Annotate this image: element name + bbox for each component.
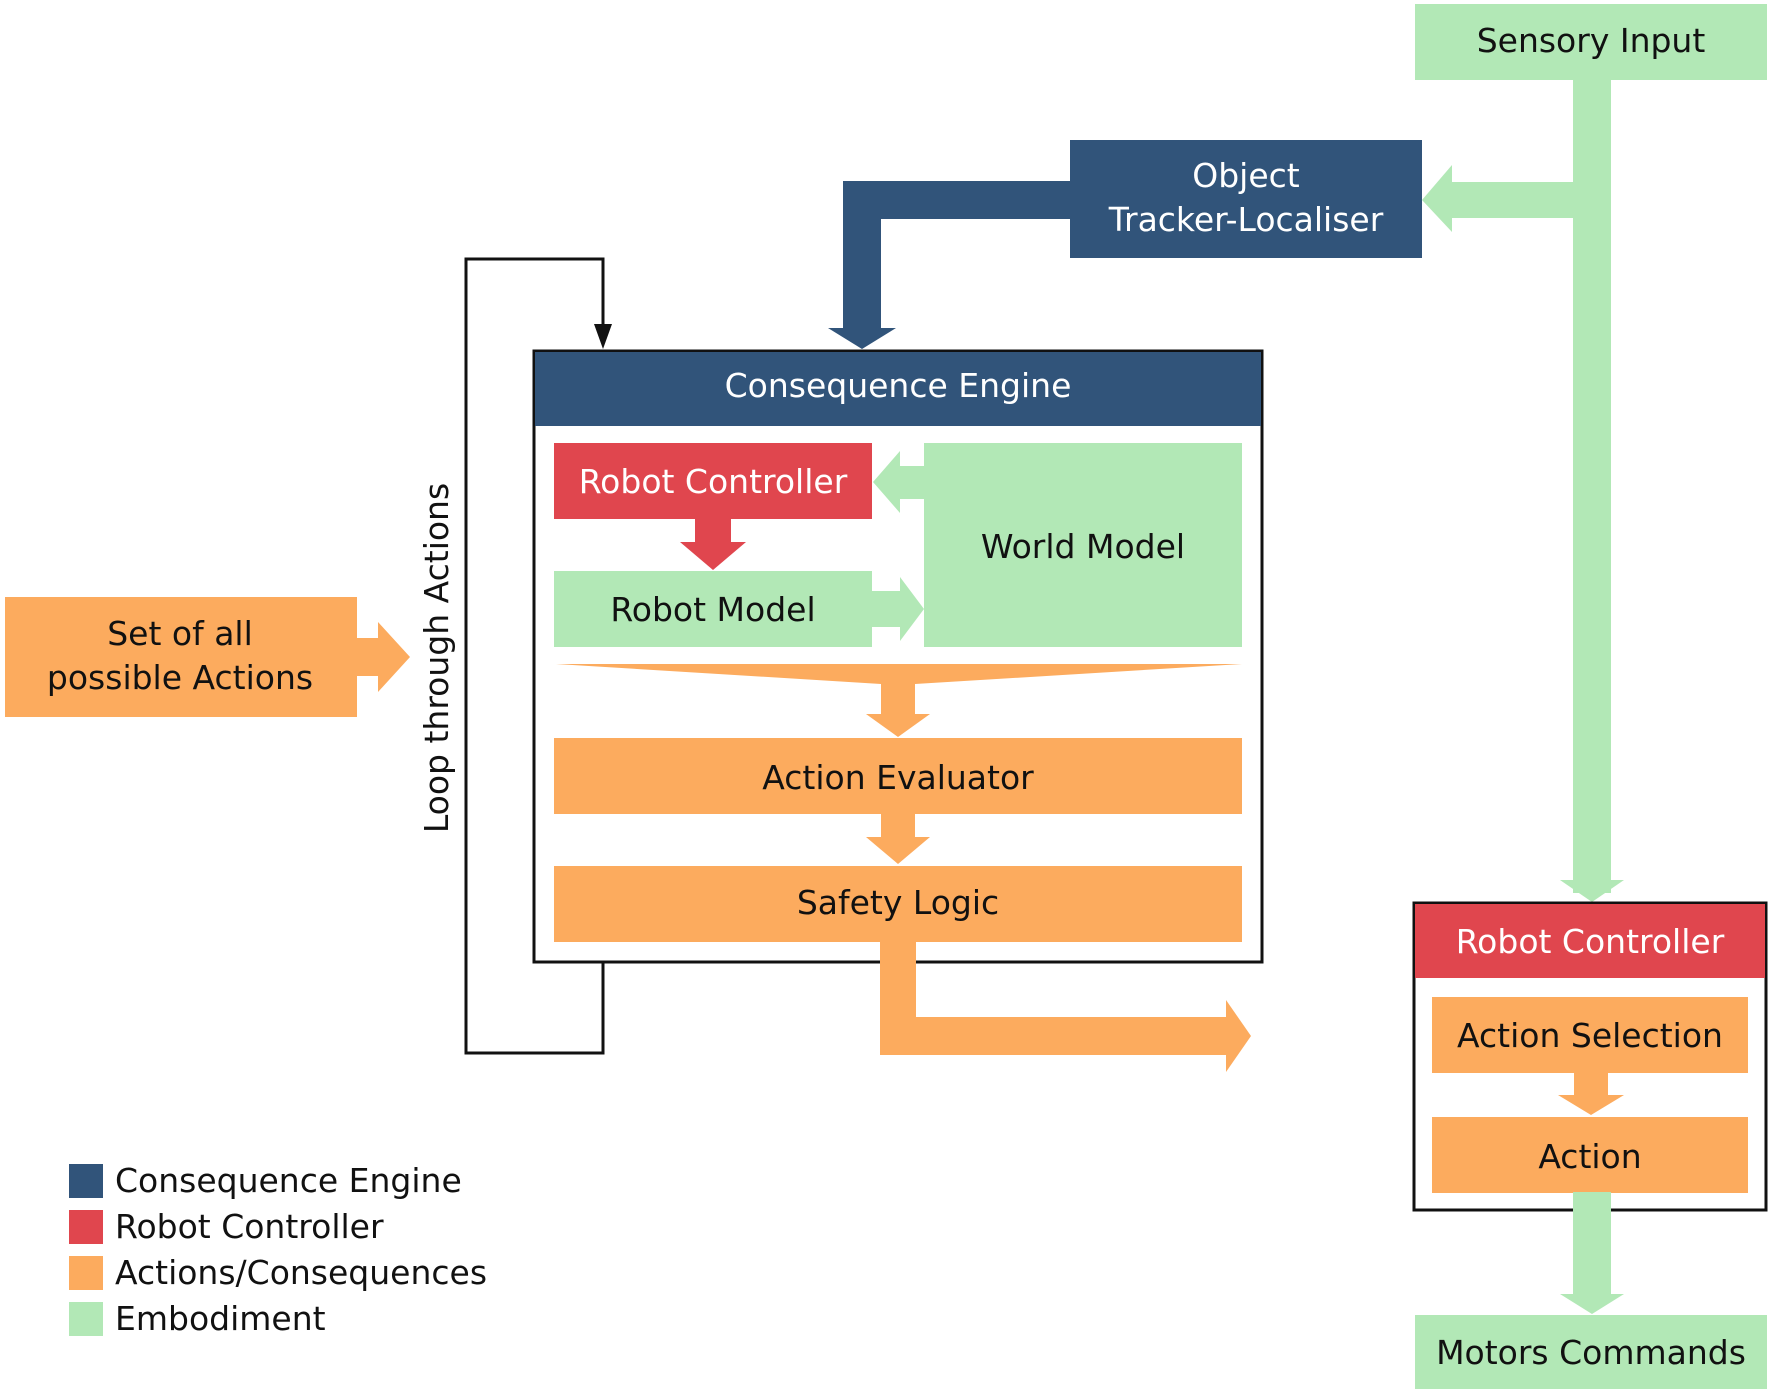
actions-source-arrow	[356, 622, 410, 692]
legend-swatch-consequence-engine	[69, 1164, 103, 1198]
action-selection-label: Action Selection	[1457, 1016, 1723, 1055]
loop-line	[464, 257, 605, 1055]
legend-label-actions: Actions/Consequences	[115, 1253, 487, 1292]
legend-swatch-actions	[69, 1256, 103, 1290]
world-model-label: World Model	[981, 527, 1185, 566]
sensory-branch-to-tracker	[1452, 182, 1574, 218]
consequence-engine-title: Consequence Engine	[725, 366, 1072, 405]
legend-swatch-robot-controller	[69, 1210, 103, 1244]
robot-controller-title: Robot Controller	[1456, 922, 1725, 961]
motors-commands-node: Motors Commands	[1415, 1315, 1767, 1389]
tracker-flow-arrowhead	[828, 328, 896, 349]
tracker-node: Object Tracker-Localiser	[1070, 140, 1422, 258]
consequence-engine-header	[535, 352, 1261, 426]
merge-funnel	[556, 664, 1242, 684]
selection-to-action-shaft	[1574, 1072, 1608, 1096]
actions-source-node: Set of all possible Actions	[5, 597, 410, 717]
motor-flow-shaft	[1573, 1192, 1611, 1296]
sensory-input-node: Sensory Input	[1415, 4, 1767, 80]
robot-model-label: Robot Model	[610, 590, 815, 629]
action-evaluator-box	[554, 738, 1242, 814]
robot-controller-header	[1415, 904, 1765, 978]
motor-flow-arrowhead	[1560, 1294, 1624, 1314]
robot-model-box	[554, 571, 872, 647]
funnel-arrow-shaft	[881, 683, 915, 715]
selection-to-action-arrowhead	[1558, 1095, 1624, 1115]
legend: Consequence Engine Robot Controller Acti…	[69, 1161, 487, 1338]
action-selection-box	[1432, 997, 1748, 1073]
model-to-world-arrow-shaft	[870, 591, 900, 627]
legend-label-consequence-engine: Consequence Engine	[115, 1161, 462, 1200]
action-label: Action	[1538, 1137, 1641, 1176]
ce-robot-controller-box	[554, 443, 872, 519]
legend-label-robot-controller: Robot Controller	[115, 1207, 384, 1246]
tracker-label-line1: Object	[1192, 156, 1300, 195]
sensory-trunk	[1573, 75, 1611, 893]
controller-to-model-arrow-shaft	[695, 518, 731, 543]
safety-logic-box	[554, 866, 1242, 942]
world-model-box	[924, 443, 1242, 647]
legend-label-embodiment: Embodiment	[115, 1299, 326, 1338]
consequence-engine: Consequence Engine Robot Controller Worl…	[532, 349, 1264, 964]
sensory-input-label: Sensory Input	[1477, 21, 1706, 60]
actions-source-box	[5, 597, 357, 717]
tracker-flow-vertical	[843, 181, 881, 329]
sensory-branch-arrowhead	[1422, 165, 1452, 232]
safety-flow-arrowhead	[1226, 1000, 1251, 1072]
loop-label: Loop through Actions	[417, 483, 456, 833]
motors-commands-label: Motors Commands	[1436, 1333, 1746, 1372]
actions-source-label-line1: Set of all	[107, 614, 253, 653]
loop-connector: Loop through Actions	[417, 257, 612, 1055]
controller-to-model-arrowhead	[680, 542, 746, 570]
safety-logic-label: Safety Logic	[797, 883, 999, 922]
sensory-trunk-arrowhead	[1560, 880, 1624, 902]
action-box	[1432, 1117, 1748, 1193]
motors-commands-box	[1415, 1315, 1767, 1389]
sensory-flow	[1422, 75, 1624, 902]
ce-robot-controller-label: Robot Controller	[579, 462, 848, 501]
legend-swatch-embodiment	[69, 1302, 103, 1336]
world-to-controller-arrowhead	[873, 451, 900, 513]
safety-flow-horizontal	[880, 1017, 1226, 1055]
action-evaluator-label: Action Evaluator	[762, 758, 1034, 797]
motor-output-flow	[1560, 1192, 1624, 1314]
sensory-input-box	[1415, 4, 1767, 80]
model-to-world-arrowhead	[900, 577, 924, 641]
tracker-flow-horizontal	[843, 181, 1073, 219]
safety-to-controller-flow	[880, 941, 1251, 1072]
tracker-box	[1070, 140, 1422, 258]
funnel-arrowhead	[866, 714, 930, 737]
robot-controller: Robot Controller Action Selection Action	[1412, 901, 1768, 1212]
tracker-label-line2: Tracker-Localiser	[1108, 200, 1384, 239]
actions-source-label-line2: possible Actions	[47, 658, 313, 697]
loop-arrowhead	[594, 324, 612, 349]
evaluator-to-safety-arrowhead	[866, 837, 930, 864]
tracker-flow	[828, 181, 1073, 349]
world-to-controller-arrow-shaft	[900, 466, 926, 499]
evaluator-to-safety-shaft	[881, 813, 915, 838]
